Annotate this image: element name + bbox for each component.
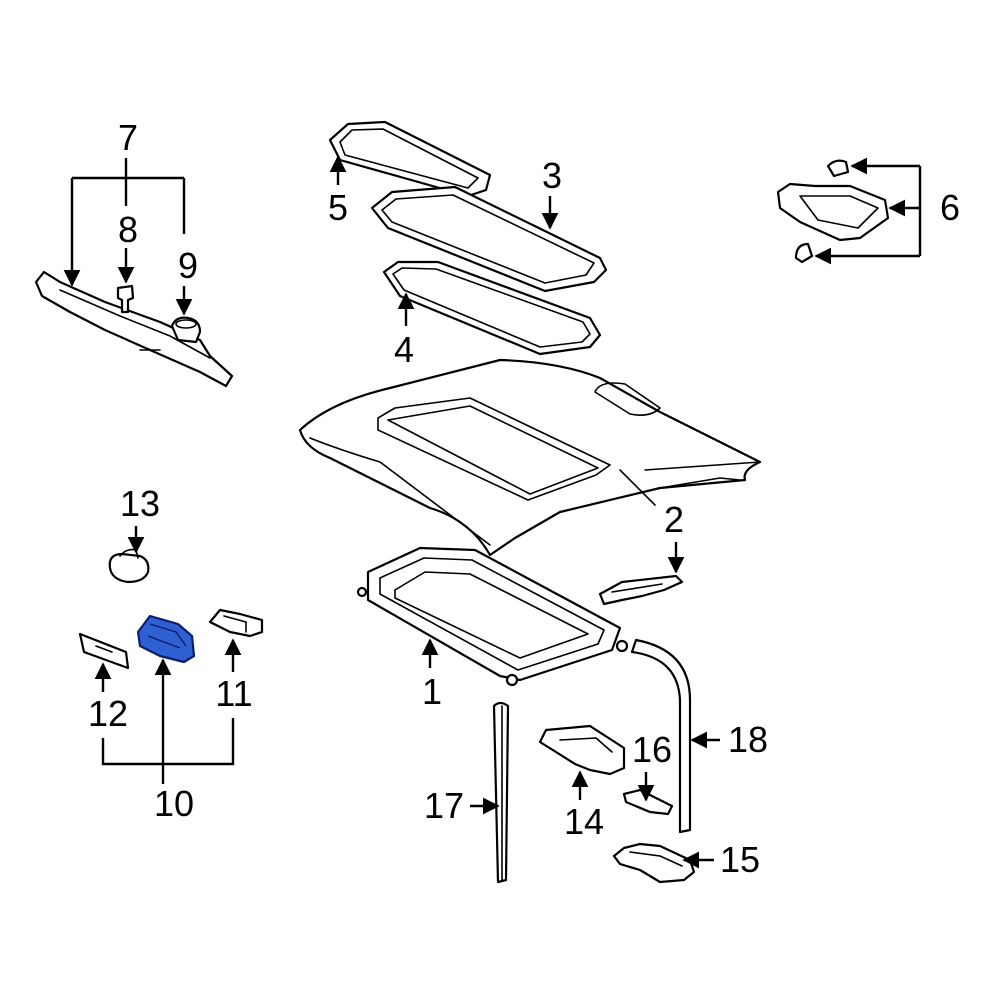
part-6-handle[interactable] <box>776 159 890 264</box>
callout-6[interactable]: 6 <box>940 187 960 228</box>
part-3-glass-panel[interactable] <box>370 185 608 293</box>
callout-15[interactable]: 15 <box>720 839 760 880</box>
callout-14[interactable]: 14 <box>564 801 604 842</box>
part-15-bracket[interactable] <box>612 842 696 884</box>
part-5-seal[interactable] <box>328 120 492 198</box>
callout-2[interactable]: 2 <box>664 499 684 540</box>
part-17-hose[interactable] <box>492 701 510 884</box>
part-12-plate[interactable] <box>78 632 130 670</box>
part-18-hose[interactable] <box>630 638 692 834</box>
callout-5[interactable]: 5 <box>328 187 348 228</box>
part-16-strap[interactable] <box>622 788 674 816</box>
callout-17[interactable]: 17 <box>424 785 464 826</box>
part-10-cover-highlighted[interactable] <box>136 614 196 664</box>
part-13-button[interactable] <box>108 548 150 584</box>
callout-1[interactable]: 1 <box>422 671 442 712</box>
part-11-clip[interactable] <box>208 608 264 638</box>
callout-labels: 5 3 4 7 8 9 6 2 13 1 12 11 10 16 18 17 1… <box>88 117 960 880</box>
leader-lines <box>63 155 922 869</box>
part-1-housing[interactable] <box>356 546 629 687</box>
callout-13[interactable]: 13 <box>120 483 160 524</box>
part-9-clip[interactable] <box>170 316 202 344</box>
part-14-bracket[interactable] <box>538 724 626 776</box>
part-7-rail[interactable] <box>34 270 234 388</box>
callout-3[interactable]: 3 <box>542 155 562 196</box>
callout-7[interactable]: 7 <box>118 117 138 158</box>
callout-12[interactable]: 12 <box>88 693 128 734</box>
callout-10[interactable]: 10 <box>154 783 194 824</box>
callout-16[interactable]: 16 <box>632 729 672 770</box>
callout-4[interactable]: 4 <box>394 329 414 370</box>
callout-11[interactable]: 11 <box>215 673 252 714</box>
callout-18[interactable]: 18 <box>728 719 768 760</box>
callout-8[interactable]: 8 <box>118 209 138 250</box>
roof-panel <box>298 358 762 557</box>
callout-9[interactable]: 9 <box>178 245 198 286</box>
part-2-bracket[interactable] <box>598 574 684 606</box>
part-4-gasket[interactable] <box>382 260 602 356</box>
part-8-pin[interactable] <box>116 284 135 314</box>
